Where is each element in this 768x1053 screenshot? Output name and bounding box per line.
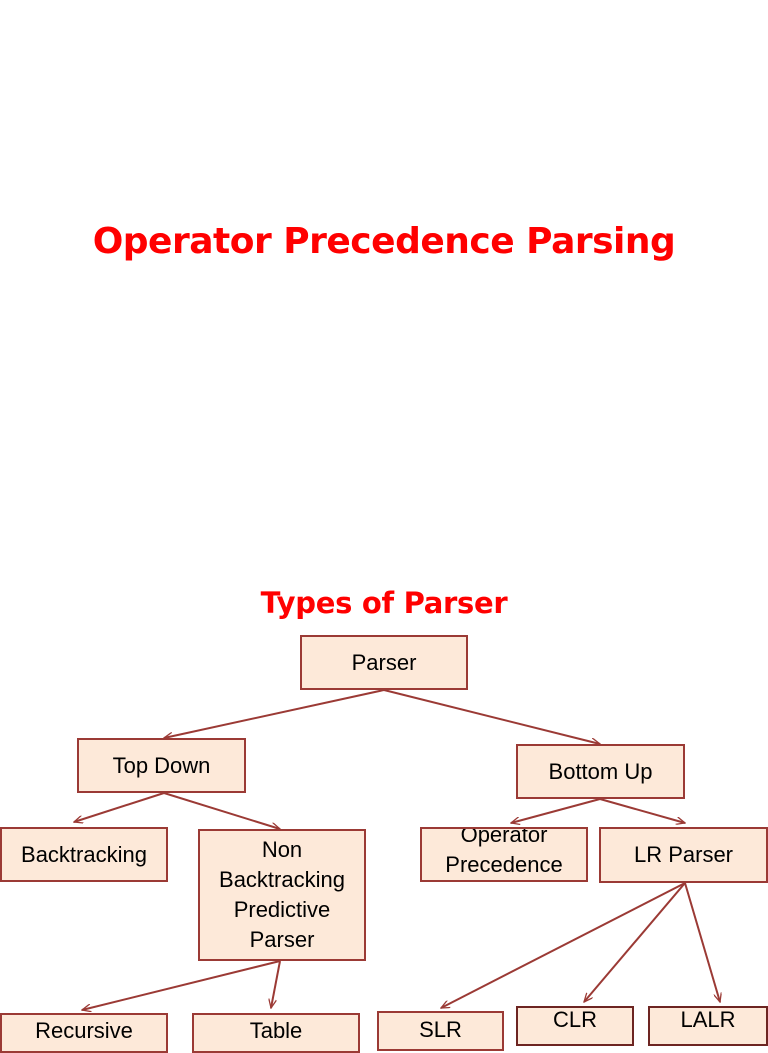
edge-bottom-up-lr-parser: [599, 798, 685, 823]
node-recursive: Recursive: [0, 1013, 168, 1053]
edge-bottom-up-operator-precedence: [511, 798, 601, 823]
node-slr: SLR: [377, 1011, 504, 1051]
node-parser: Parser: [300, 635, 468, 690]
edge-lr-parser-lalr: [684, 882, 720, 1002]
edge-top-down-non-backtracking: [163, 792, 280, 829]
edge-lr-parser-clr: [584, 882, 686, 1002]
slide-title: Operator Precedence Parsing: [92, 221, 676, 262]
edge-parser-top-down: [164, 689, 385, 738]
edge-non-backtracking-recursive: [82, 960, 281, 1010]
node-clr: CLR: [516, 1006, 634, 1046]
node-lr-parser: LR Parser: [599, 827, 768, 883]
node-bottom-up: Bottom Up: [516, 744, 685, 799]
edge-top-down-backtracking: [74, 792, 165, 822]
node-non-backtracking: Non Backtracking Predictive Parser: [198, 829, 366, 961]
node-top-down: Top Down: [77, 738, 246, 793]
edge-parser-bottom-up: [383, 689, 600, 744]
node-backtracking: Backtracking: [0, 827, 168, 882]
node-table: Table: [192, 1013, 360, 1053]
node-lalr: LALR: [648, 1006, 768, 1046]
edge-lr-parser-slr: [441, 882, 686, 1009]
parser-tree-edges: [0, 689, 768, 1024]
edge-non-backtracking-table: [271, 960, 281, 1008]
node-operator-precedence: Operator Precedence: [420, 827, 588, 882]
diagram-title: Types of Parser: [260, 586, 508, 620]
